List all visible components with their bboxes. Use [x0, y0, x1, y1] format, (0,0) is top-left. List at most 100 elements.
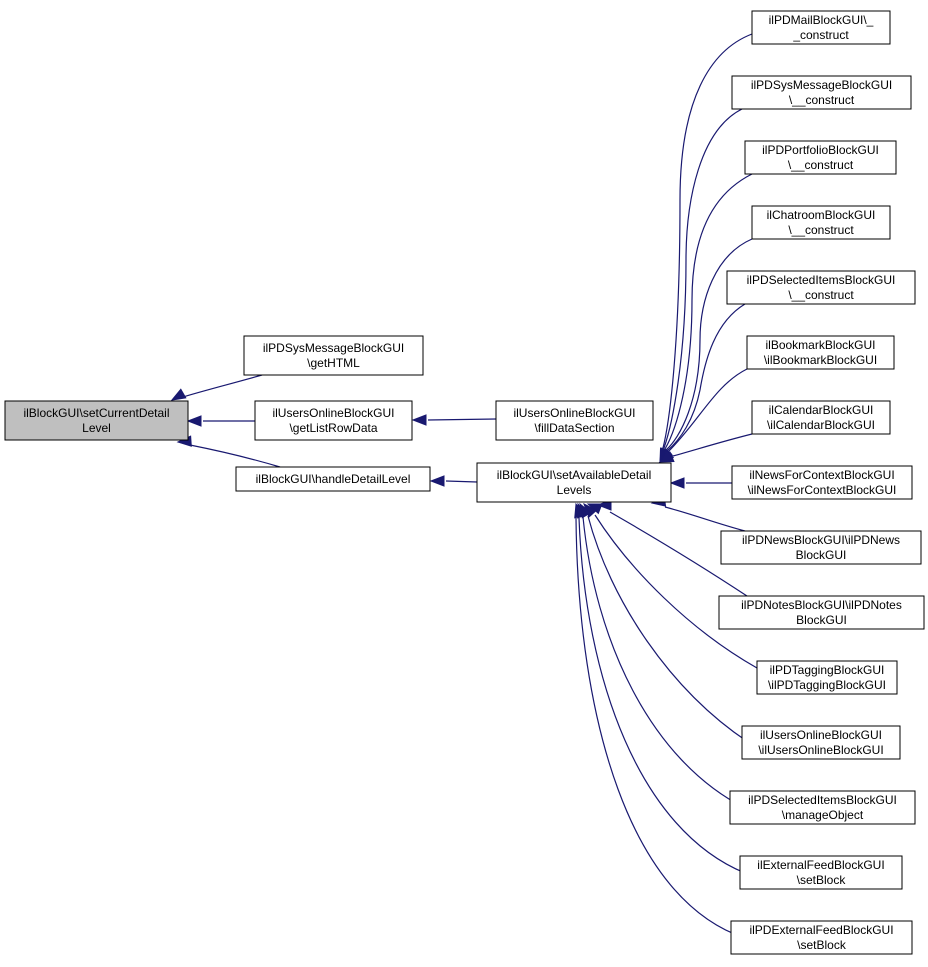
edge-line — [594, 514, 758, 669]
node-box[interactable] — [726, 270, 916, 305]
node-box[interactable] — [741, 725, 901, 760]
node-portfolio_construct[interactable]: ilPDPortfolioBlockGUI\__construct — [744, 140, 897, 175]
node-label-line: \ilUsersOnlineBlockGUI — [758, 743, 883, 757]
edge-selecteditems_manageobject-to-setavailabledetaillevels — [579, 502, 746, 809]
node-selecteditems_manageobject[interactable]: ilPDSelectedItemsBlockGUI\manageObject — [729, 790, 916, 825]
node-bookmark_ctor[interactable]: ilBookmarkBlockGUI\ilBookmarkBlockGUI — [746, 335, 895, 370]
node-sysmsg_construct[interactable]: ilPDSysMessageBlockGUI\__construct — [731, 75, 912, 110]
edge-line — [672, 433, 753, 457]
node-label-line: \__construct — [788, 288, 854, 302]
node-box[interactable] — [756, 660, 898, 695]
edge-arrowhead — [411, 414, 427, 426]
node-label-line: BlockGUI — [796, 613, 847, 627]
node-label-line: ilPDExternalFeedBlockGUI — [749, 923, 893, 937]
edge-pdexternalfeed_setblock-to-setavailabledetaillevels — [574, 502, 746, 939]
node-label-line: \getHTML — [307, 356, 360, 370]
edge-line — [667, 368, 748, 453]
node-box[interactable] — [729, 790, 916, 825]
node-label-line: ilExternalFeedBlockGUI — [757, 858, 884, 872]
edge-sysmsg_gethtml-to-root — [170, 374, 263, 401]
node-label-line: Level — [82, 421, 111, 435]
node-box[interactable] — [739, 855, 903, 890]
edge-newsforcontext_ctor-to-setavailabledetaillevels — [669, 477, 732, 489]
node-label-line: ilPDMailBlockGUI\_ — [769, 13, 874, 27]
node-box[interactable] — [746, 335, 895, 370]
node-label-line: \__construct — [789, 93, 855, 107]
node-label-line: ilBlockGUI\setAvailableDetail — [497, 468, 652, 482]
edge-line — [664, 506, 746, 532]
edge-line — [664, 173, 753, 450]
edge-line — [578, 517, 746, 874]
node-label-line: ilPDTaggingBlockGUI — [770, 663, 885, 677]
node-box[interactable] — [730, 920, 913, 955]
node-box[interactable] — [751, 10, 891, 45]
edge-setavailabledetaillevels-to-handledetaillevel — [429, 475, 478, 487]
node-box[interactable] — [720, 530, 922, 565]
node-box[interactable] — [254, 400, 413, 441]
node-pdnotes_ctor[interactable]: ilPDNotesBlockGUI\ilPDNotesBlockGUI — [718, 595, 925, 630]
node-label-line: \setBlock — [797, 873, 847, 887]
node-calendar_ctor[interactable]: ilCalendarBlockGUI\ilCalendarBlockGUI — [751, 400, 891, 435]
edge-arrowhead — [429, 475, 445, 487]
node-selecteditems_construct[interactable]: ilPDSelectedItemsBlockGUI\__construct — [726, 270, 916, 305]
node-label-line: ilPDNewsBlockGUI\ilPDNews — [742, 533, 900, 547]
node-label-line: \ilPDTaggingBlockGUI — [768, 678, 886, 692]
node-box[interactable] — [243, 335, 424, 376]
node-box[interactable] — [731, 75, 912, 110]
edges-layer — [170, 33, 758, 939]
edge-calendar_ctor-to-setavailabledetaillevels — [658, 433, 753, 463]
node-newsforcontext_ctor[interactable]: ilNewsForContextBlockGUI\ilNewsForContex… — [731, 465, 913, 500]
node-label-line: ilUsersOnlineBlockGUI — [272, 406, 394, 420]
node-usersonline_ctor[interactable]: ilUsersOnlineBlockGUI\ilUsersOnlineBlock… — [741, 725, 901, 760]
node-label-line: ilPDSysMessageBlockGUI — [263, 341, 404, 355]
node-label-line: ilPDNotesBlockGUI\ilPDNotes — [741, 598, 902, 612]
node-usersonline_getlistrowdata[interactable]: ilUsersOnlineBlockGUI\getListRowData — [254, 400, 413, 441]
node-box[interactable] — [718, 595, 925, 630]
node-label-line: ilBlockGUI\setCurrentDetail — [23, 406, 169, 420]
edge-line — [445, 480, 478, 483]
node-label-line: \manageObject — [782, 808, 864, 822]
node-pdtagging_ctor[interactable]: ilPDTaggingBlockGUI\ilPDTaggingBlockGUI — [756, 660, 898, 695]
node-usersonline_filldatasection[interactable]: ilUsersOnlineBlockGUI\fillDataSection — [495, 400, 654, 441]
node-handledetaillevel[interactable]: ilBlockGUI\handleDetailLevel — [235, 466, 431, 492]
node-mail_construct[interactable]: ilPDMailBlockGUI\__construct — [751, 10, 891, 45]
edge-line — [662, 33, 753, 449]
edge-line — [587, 515, 749, 743]
node-pdnews_ctor[interactable]: ilPDNewsBlockGUI\ilPDNewsBlockGUI — [720, 530, 922, 565]
edge-arrowhead — [658, 451, 675, 463]
node-box[interactable] — [495, 400, 654, 441]
node-label-line: BlockGUI — [796, 548, 847, 562]
node-box[interactable] — [731, 465, 913, 500]
node-sysmsg_gethtml[interactable]: ilPDSysMessageBlockGUI\getHTML — [243, 335, 424, 376]
node-box[interactable] — [4, 400, 189, 441]
edge-usersonline_filldatasection-to-usersonline_getlistrowdata — [411, 414, 497, 426]
node-label-line: \fillDataSection — [534, 421, 614, 435]
edge-line — [575, 517, 746, 939]
node-label-line: ilPDPortfolioBlockGUI — [762, 143, 879, 157]
node-label-line: ilPDSysMessageBlockGUI — [751, 78, 892, 92]
node-label-line: ilNewsForContextBlockGUI — [749, 468, 894, 482]
node-label-line: ilUsersOnlineBlockGUI — [513, 406, 635, 420]
node-label-line: \setBlock — [797, 938, 847, 952]
node-box[interactable] — [751, 400, 891, 435]
node-label-line: ilCalendarBlockGUI — [769, 403, 874, 417]
node-label-line: \ilCalendarBlockGUI — [767, 418, 875, 432]
edge-arrowhead — [170, 388, 187, 401]
node-pdexternalfeed_setblock[interactable]: ilPDExternalFeedBlockGUI\setBlock — [730, 920, 913, 955]
node-label-line: \__construct — [788, 158, 854, 172]
edge-line — [189, 444, 281, 468]
node-externalfeed_setblock[interactable]: ilExternalFeedBlockGUI\setBlock — [739, 855, 903, 890]
node-box[interactable] — [751, 205, 891, 240]
node-box[interactable] — [476, 462, 672, 503]
edge-arrowhead — [186, 415, 202, 427]
edge-line — [427, 418, 497, 421]
node-box[interactable] — [744, 140, 897, 175]
node-label-line: \__construct — [788, 223, 854, 237]
node-chatroom_construct[interactable]: ilChatroomBlockGUI\__construct — [751, 205, 891, 240]
node-box[interactable] — [235, 466, 431, 492]
node-label-line: \ilBookmarkBlockGUI — [764, 353, 877, 367]
